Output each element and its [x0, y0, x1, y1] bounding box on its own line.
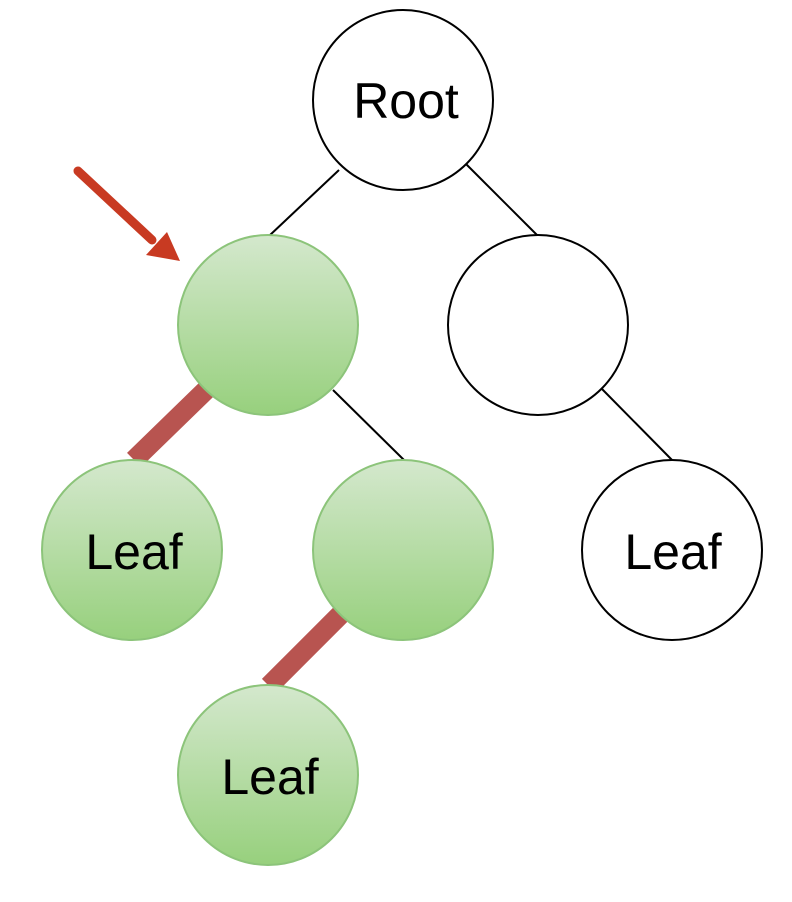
node-left-right-left-leaf-label: Leaf — [221, 749, 318, 805]
node-root-label: Root — [353, 73, 459, 129]
node-root: Root — [312, 9, 494, 191]
edge-left-child-to-left-right-child — [332, 389, 405, 461]
edges — [127, 163, 673, 694]
node-right-right-leaf-circle — [581, 459, 763, 641]
pointer-arrow-icon — [73, 166, 180, 261]
edge-root-to-left-child — [268, 169, 340, 237]
node-left-child-circle — [177, 234, 359, 416]
edge-left-child-to-left-left-leaf-highlighted — [127, 382, 213, 468]
node-left-right-left-leaf: Leaf — [177, 684, 359, 866]
edge-left-right-child-to-leaf-highlighted — [261, 606, 349, 694]
node-left-left-leaf: Leaf — [41, 459, 223, 641]
node-left-right-left-leaf-circle — [177, 684, 359, 866]
pointer-arrow-head — [146, 232, 180, 261]
node-left-left-leaf-circle — [41, 459, 223, 641]
node-right-child — [447, 234, 629, 416]
node-left-left-leaf-label: Leaf — [85, 524, 182, 580]
node-right-right-leaf-label: Leaf — [624, 524, 721, 580]
node-left-right-child-circle — [312, 459, 494, 641]
node-root-circle — [312, 9, 494, 191]
edge-root-to-right-child — [465, 163, 539, 237]
node-right-right-leaf: Leaf — [581, 459, 763, 641]
edge-right-child-to-right-right-leaf — [600, 387, 673, 461]
node-left-right-child — [312, 459, 494, 641]
node-left-child — [177, 234, 359, 416]
pointer-arrow-shaft — [73, 166, 157, 245]
node-right-child-circle — [447, 234, 629, 416]
